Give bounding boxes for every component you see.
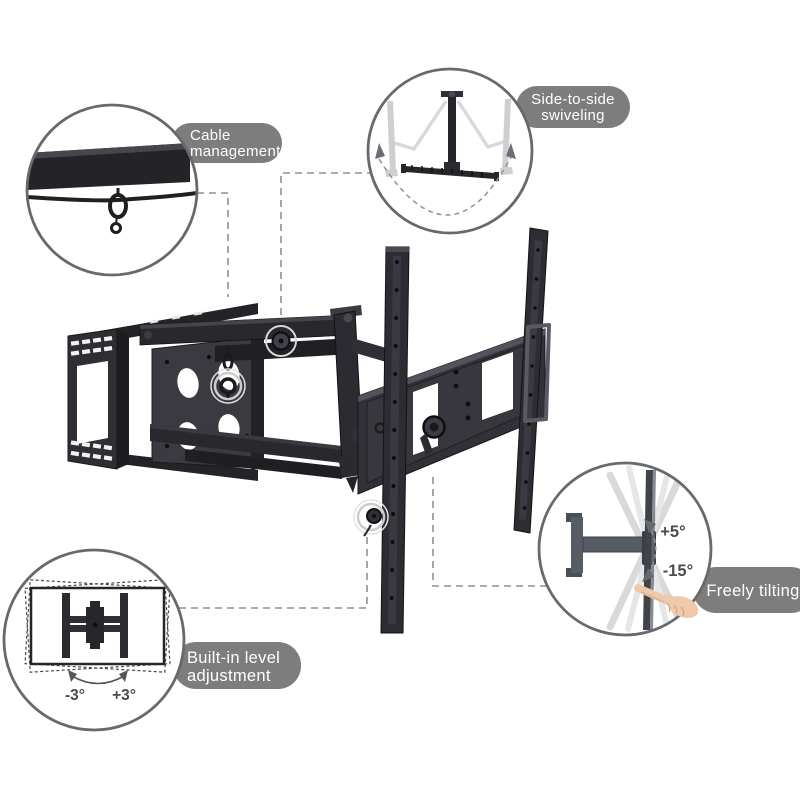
level-adjustment-label-line2: adjustment bbox=[187, 667, 271, 685]
callout-pills: Cable management Side-to-side swiveling … bbox=[171, 86, 800, 689]
elbow-pivot-highlight bbox=[265, 325, 297, 357]
freely-tilting-pill bbox=[693, 567, 800, 613]
side-to-side-pill bbox=[516, 86, 630, 128]
cable-management-pill bbox=[171, 123, 282, 163]
angle-plus5-label: +5° bbox=[660, 523, 685, 541]
cable-management-inset bbox=[25, 103, 199, 277]
base-teeth bbox=[411, 165, 483, 177]
cable-hook-closeup-icon bbox=[27, 143, 197, 234]
rail-holes bbox=[389, 260, 399, 600]
cable-management-label-line1: Cable bbox=[190, 127, 231, 144]
side-to-side-label-line2: swiveling bbox=[541, 107, 605, 124]
cable-management-label-line2: management bbox=[190, 143, 281, 160]
top-bracket bbox=[100, 303, 258, 342]
connector-tilt bbox=[432, 477, 549, 587]
lower-pivot-highlight bbox=[353, 499, 389, 537]
tilt-side-view-icon: +5° -15° bbox=[566, 465, 693, 633]
rail-holes bbox=[522, 248, 540, 510]
tv-wall-mount bbox=[67, 227, 551, 634]
wall-plate bbox=[67, 328, 129, 470]
bracket-slots bbox=[149, 311, 203, 324]
cable-hook-highlight bbox=[210, 346, 246, 404]
tilt-knob bbox=[420, 415, 446, 455]
angle-minus3-label: -3° bbox=[65, 687, 85, 704]
connector-swivel bbox=[280, 172, 371, 327]
angle-minus15-label: -15° bbox=[663, 562, 693, 580]
level-adjustment-inset: -3° +3° bbox=[2, 548, 186, 732]
tv-rail-right bbox=[513, 227, 551, 534]
level-adjustment-pill bbox=[173, 642, 301, 689]
pointing-hand-icon bbox=[634, 584, 699, 619]
callout-connectors bbox=[179, 172, 549, 609]
level-adjustment-label-line1: Built-in level bbox=[187, 649, 280, 667]
side-to-side-label-line1: Side-to-side bbox=[531, 91, 615, 108]
connector-cable bbox=[197, 192, 229, 297]
swivel-top-view-icon bbox=[375, 91, 516, 216]
wall-plate-slots bbox=[70, 335, 113, 461]
tv-rail-left bbox=[380, 246, 410, 634]
bottom-bracket bbox=[106, 452, 258, 481]
connector-level bbox=[179, 534, 368, 609]
articulating-arms bbox=[139, 314, 352, 479]
freely-tilting-label: Freely tilting bbox=[706, 582, 799, 600]
angle-plus3-label: +3° bbox=[112, 687, 136, 704]
tilt-inset: +5° -15° bbox=[537, 461, 713, 637]
swivel-inset bbox=[366, 67, 534, 235]
level-rotation-view-icon: -3° +3° bbox=[24, 579, 171, 704]
vesa-holes bbox=[453, 369, 471, 421]
rail-clamp-bracket bbox=[523, 323, 551, 423]
